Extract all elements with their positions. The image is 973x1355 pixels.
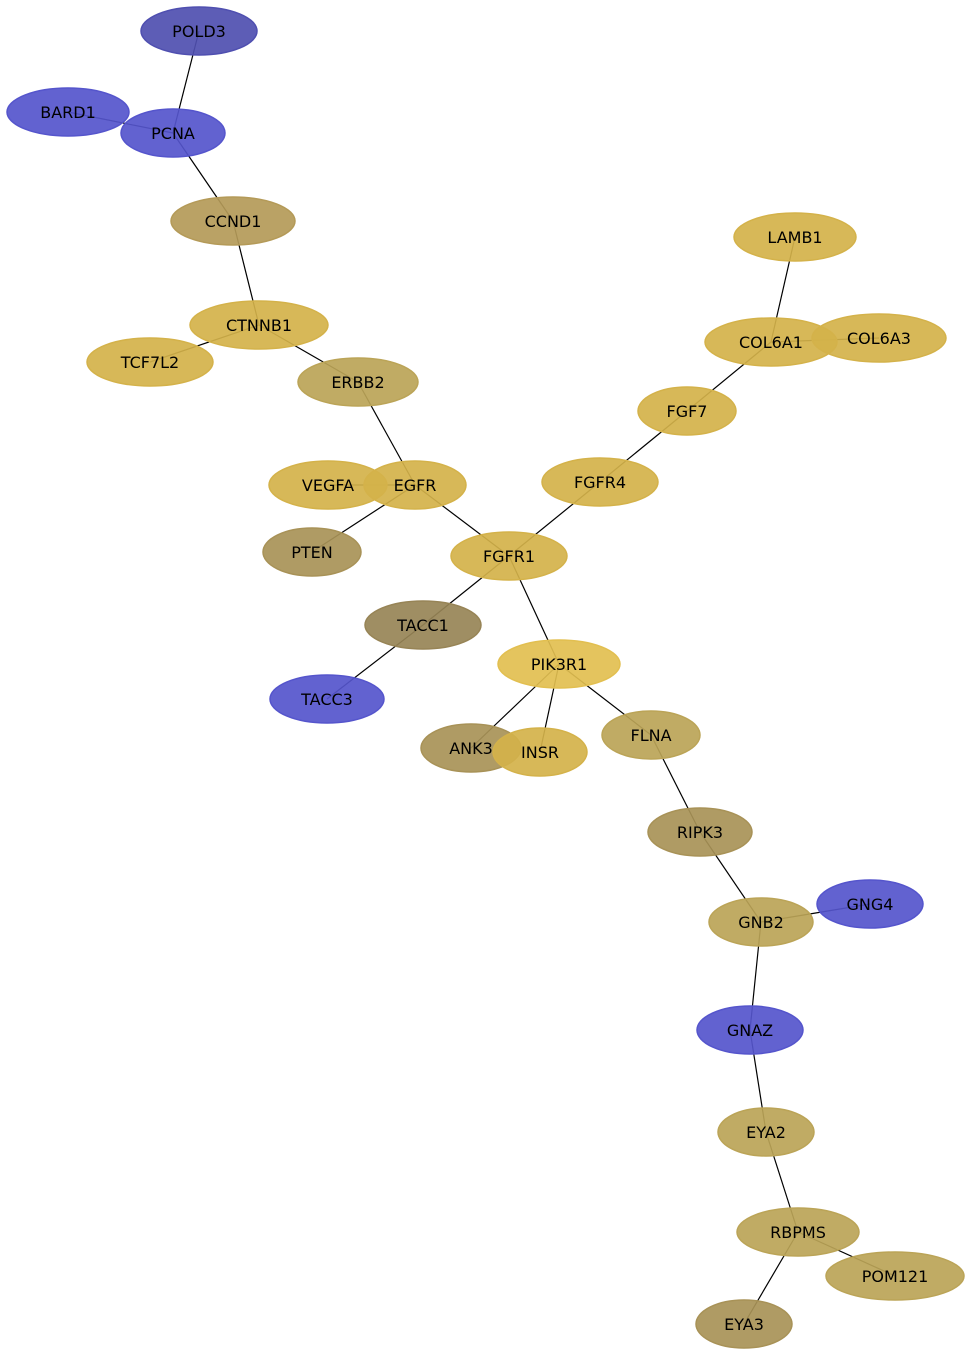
node-shape-ripk3: [647, 807, 753, 857]
node-label-gnb2: GNB2: [738, 913, 784, 932]
node-shape-ctnnb1: [189, 300, 329, 350]
node-lamb1[interactable]: LAMB1: [733, 212, 857, 262]
node-label-ank3: ANK3: [449, 739, 493, 758]
node-shape-rbpms: [736, 1207, 860, 1257]
node-shape-col6a3: [811, 313, 947, 363]
node-shape-egfr: [363, 460, 467, 510]
node-shape-gnaz: [696, 1005, 804, 1055]
node-shape-lamb1: [733, 212, 857, 262]
node-shape-flna: [601, 710, 701, 760]
node-shape-pcna: [120, 108, 226, 158]
node-label-rbpms: RBPMS: [770, 1223, 826, 1242]
node-label-col6a1: COL6A1: [739, 333, 803, 352]
node-vegfa[interactable]: VEGFA: [268, 460, 388, 510]
node-tacc1[interactable]: TACC1: [364, 600, 482, 650]
node-label-vegfa: VEGFA: [302, 476, 354, 495]
node-eya2[interactable]: EYA2: [717, 1107, 815, 1157]
node-label-pom121: POM121: [862, 1267, 929, 1286]
node-label-egfr: EGFR: [394, 476, 437, 495]
node-shape-fgf7: [637, 386, 737, 436]
node-label-ripk3: RIPK3: [677, 823, 723, 842]
node-label-gng4: GNG4: [847, 895, 894, 914]
node-pcna[interactable]: PCNA: [120, 108, 226, 158]
node-col6a3[interactable]: COL6A3: [811, 313, 947, 363]
node-label-pik3r1: PIK3R1: [531, 655, 587, 674]
node-eya3[interactable]: EYA3: [695, 1299, 793, 1349]
node-label-eya3: EYA3: [724, 1315, 764, 1334]
node-gng4[interactable]: GNG4: [816, 879, 924, 929]
node-shape-tacc1: [364, 600, 482, 650]
node-label-fgf7: FGF7: [667, 402, 708, 421]
node-label-fgfr1: FGFR1: [483, 547, 535, 566]
node-erbb2[interactable]: ERBB2: [297, 357, 419, 407]
node-ctnnb1[interactable]: CTNNB1: [189, 300, 329, 350]
node-label-erbb2: ERBB2: [331, 373, 384, 392]
node-label-pold3: POLD3: [172, 22, 226, 41]
node-shape-eya3: [695, 1299, 793, 1349]
node-bard1[interactable]: BARD1: [6, 87, 130, 137]
node-shape-pik3r1: [497, 639, 621, 689]
node-pold3[interactable]: POLD3: [140, 6, 258, 56]
node-label-flna: FLNA: [630, 726, 671, 745]
node-insr[interactable]: INSR: [492, 727, 588, 777]
node-flna[interactable]: FLNA: [601, 710, 701, 760]
node-egfr[interactable]: EGFR: [363, 460, 467, 510]
node-shape-gng4: [816, 879, 924, 929]
node-shape-erbb2: [297, 357, 419, 407]
node-label-gnaz: GNAZ: [727, 1021, 773, 1040]
node-ccnd1[interactable]: CCND1: [170, 196, 296, 246]
node-shape-eya2: [717, 1107, 815, 1157]
node-label-ccnd1: CCND1: [205, 212, 262, 231]
node-label-eya2: EYA2: [746, 1123, 786, 1142]
node-label-col6a3: COL6A3: [847, 329, 911, 348]
node-label-bard1: BARD1: [40, 103, 96, 122]
node-label-insr: INSR: [521, 743, 559, 762]
node-tcf7l2[interactable]: TCF7L2: [86, 337, 214, 387]
node-tacc3[interactable]: TACC3: [269, 674, 385, 724]
node-fgf7[interactable]: FGF7: [637, 386, 737, 436]
node-shape-pom121: [825, 1251, 965, 1301]
node-shape-bard1: [6, 87, 130, 137]
node-shape-gnb2: [708, 897, 814, 947]
node-pten[interactable]: PTEN: [262, 527, 362, 577]
node-shape-tcf7l2: [86, 337, 214, 387]
node-label-tacc3: TACC3: [300, 690, 353, 709]
node-fgfr4[interactable]: FGFR4: [541, 457, 659, 507]
node-label-lamb1: LAMB1: [767, 228, 822, 247]
node-shape-ccnd1: [170, 196, 296, 246]
node-label-fgfr4: FGFR4: [574, 473, 626, 492]
node-gnaz[interactable]: GNAZ: [696, 1005, 804, 1055]
node-shape-pold3: [140, 6, 258, 56]
node-col6a1[interactable]: COL6A1: [704, 317, 838, 367]
node-rbpms[interactable]: RBPMS: [736, 1207, 860, 1257]
node-ripk3[interactable]: RIPK3: [647, 807, 753, 857]
node-shape-insr: [492, 727, 588, 777]
node-pom121[interactable]: POM121: [825, 1251, 965, 1301]
node-label-ctnnb1: CTNNB1: [226, 316, 292, 335]
node-label-pcna: PCNA: [151, 124, 195, 143]
node-label-pten: PTEN: [291, 543, 333, 562]
node-label-tacc1: TACC1: [396, 616, 449, 635]
node-shape-pten: [262, 527, 362, 577]
node-gnb2[interactable]: GNB2: [708, 897, 814, 947]
node-shape-fgfr4: [541, 457, 659, 507]
node-fgfr1[interactable]: FGFR1: [450, 531, 568, 581]
node-shape-fgfr1: [450, 531, 568, 581]
node-label-tcf7l2: TCF7L2: [120, 353, 179, 372]
node-shape-tacc3: [269, 674, 385, 724]
node-pik3r1[interactable]: PIK3R1: [497, 639, 621, 689]
